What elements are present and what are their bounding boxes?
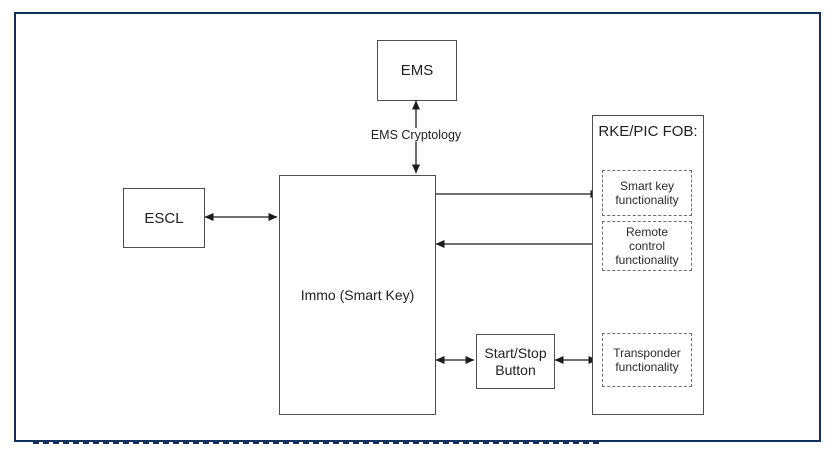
- subnode-smart-key-functionality: Smart key functionality: [602, 170, 692, 216]
- smart-key-line1: Smart key: [619, 179, 674, 193]
- transponder-line2: functionality: [615, 360, 679, 374]
- node-start-stop-button: Start/Stop Button: [476, 334, 555, 389]
- dashed-underline: [33, 442, 599, 444]
- remote-line1: Remote: [625, 225, 669, 239]
- node-rke-pic-fob: RKE/PIC FOB: Smart key functionality Rem…: [592, 115, 704, 415]
- node-start-stop-line2: Button: [495, 361, 536, 378]
- edge-label-ems-cryptology: EMS Cryptology: [367, 128, 465, 142]
- node-escl: ESCL: [123, 188, 205, 248]
- node-immo-label: Immo (Smart Key): [300, 286, 415, 303]
- remote-line2: control: [628, 239, 666, 253]
- remote-line3: functionality: [615, 253, 679, 267]
- node-escl-label: ESCL: [144, 209, 184, 227]
- smart-key-line2: functionality: [615, 193, 679, 207]
- node-ems: EMS: [377, 40, 457, 101]
- node-immo: Immo (Smart Key): [279, 175, 436, 415]
- rke-pic-fob-title: RKE/PIC FOB:: [598, 123, 698, 140]
- node-start-stop-line1: Start/Stop: [484, 344, 547, 361]
- subnode-transponder-functionality: Transponder functionality: [602, 333, 692, 387]
- subnode-remote-control-functionality: Remote control functionality: [602, 221, 692, 271]
- transponder-line1: Transponder: [613, 346, 681, 360]
- node-ems-label: EMS: [400, 62, 434, 79]
